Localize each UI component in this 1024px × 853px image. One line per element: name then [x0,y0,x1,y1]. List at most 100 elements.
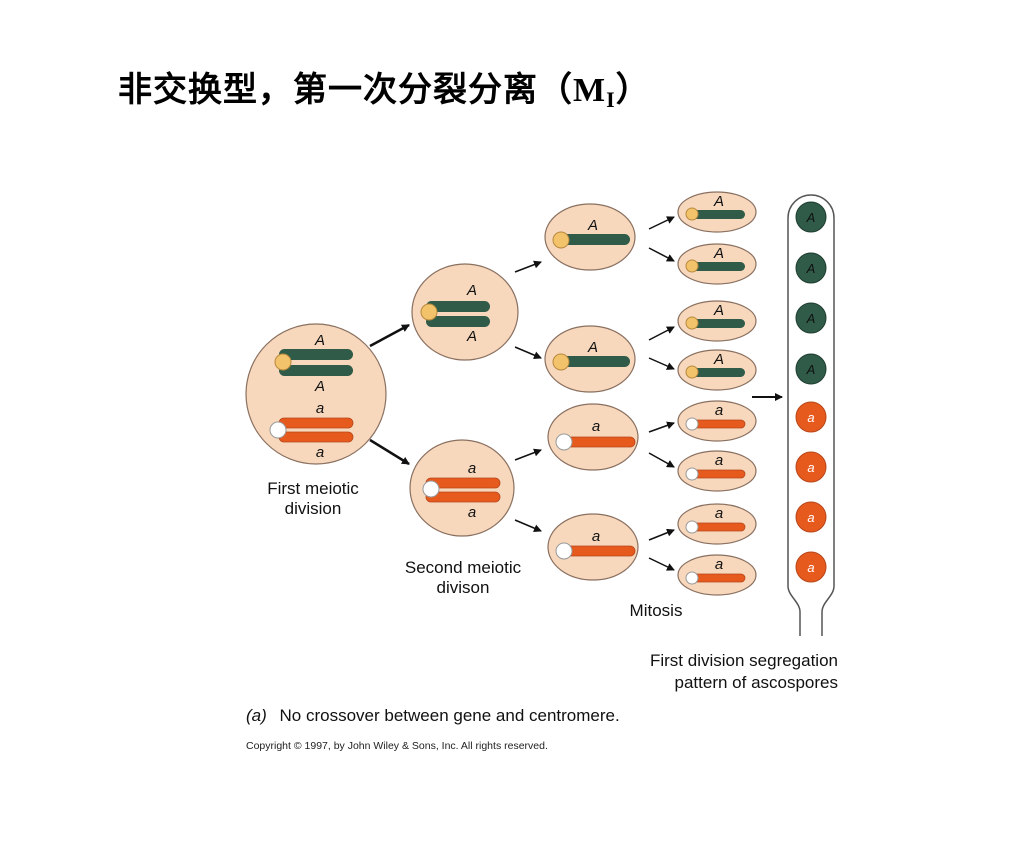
centromere-icon [552,353,570,371]
ascospore [795,252,827,284]
centromere-icon [420,303,438,321]
arrow-icon [648,557,675,571]
ascospore [795,201,827,233]
chromatid-pair-recessive: a a [269,400,354,461]
centromere-icon [685,207,699,221]
arrow-icon [648,326,675,341]
mitosis-cell-7: a [677,503,757,545]
ascospore-label: a [807,460,814,475]
chromatid-bar [690,368,745,377]
chromatid-bar [558,356,630,367]
allele-label: a [715,452,723,469]
chromatid-bar [426,316,490,327]
chromatid-bar [558,234,630,245]
arrows [369,216,783,571]
ascospore-label: a [807,560,814,575]
third-cell-4: a [547,513,639,581]
chromatid-bar [278,431,354,443]
ascospores [795,201,827,583]
centromere-icon [685,259,699,273]
centromere-icon [685,417,699,431]
chromatid-bar [690,262,745,271]
arrow-icon [514,346,542,359]
caption-text: No crossover between gene and centromere… [280,706,620,725]
ascospore-label: A [806,210,816,225]
ascospore [795,353,827,385]
ascospore-label: a [807,410,814,425]
centromere-icon [552,231,570,249]
centromere-icon [274,353,292,371]
arrow-icon [514,448,542,461]
chromatid-bar [690,319,745,328]
centromere-icon [685,520,699,534]
chromatid-pair-dominant: A A [274,332,353,395]
chromatid-bar [426,301,490,312]
ascus: A A A A a a a a [787,194,835,636]
allele-label: A [466,282,477,299]
allele-label: a [715,556,723,573]
arrow-icon [648,452,675,468]
title-letter: M [573,72,607,109]
second-division-cell-recessive: a a [409,439,515,537]
ascospore-labels: A A A A a a a a [806,210,816,575]
allele-label: a [715,402,723,419]
arrow-icon [648,528,675,541]
copyright-notice: Copyright © 1997, by John Wiley & Sons, … [246,740,548,752]
chromatid-bar [425,491,501,503]
title-suffix: ） [615,70,651,110]
third-cell-1: A [544,203,636,271]
arrow-icon [648,357,675,370]
centromere-icon [685,571,699,585]
mitosis-cell-1: A [677,191,757,233]
chromatid-bar [690,210,745,219]
arrow-icon [369,438,410,466]
third-cell-3: a [547,403,639,471]
allele-label: a [468,460,476,477]
mitosis-cell-6: a [677,450,757,492]
allele-label: a [592,528,600,545]
arrow-icon [369,323,410,348]
first-division-cell: A A a a [245,323,387,465]
title-subscript: I [606,87,616,112]
arrow-icon [648,247,675,262]
centromere-icon [685,316,699,330]
ascospore [795,401,827,433]
mitosis-cell-5: a [677,400,757,442]
pattern-label: First division segregation [650,651,838,670]
allele-label: A [713,302,724,319]
ascospore-label: A [806,362,816,377]
centromere-icon [685,467,699,481]
ascospore-label: A [806,311,816,326]
allele-label: A [713,245,724,262]
allele-label: A [314,332,325,349]
allele-label: a [715,505,723,522]
first-division-label: First meiotic [267,479,359,498]
allele-label: A [314,378,325,395]
mitosis-label: Mitosis [630,601,683,620]
mitosis-cell-3: A [677,300,757,342]
figure-caption: (a) No crossover between gene and centro… [246,706,620,725]
chromatid-bar [279,349,353,360]
centromere-icon [422,480,440,498]
chromatid-bar [278,417,354,429]
ascospore [795,501,827,533]
second-division-cell-dominant: A A [411,263,519,361]
arrow-icon [648,421,675,433]
second-division-label: Second meiotic [405,558,522,577]
ascospore [795,451,827,483]
allele-label: a [592,418,600,435]
allele-label: A [466,328,477,345]
ascospore-label: A [806,261,816,276]
allele-label: A [713,193,724,210]
allele-label: A [587,339,598,356]
second-division-label-line2: divison [437,578,490,597]
allele-label: A [587,217,598,234]
arrow-icon [648,216,675,230]
centromere-icon [555,542,573,560]
caption-tag: (a) [246,706,267,725]
allele-label: a [468,504,476,521]
mitosis-cell-8: a [677,554,757,596]
mitosis-cell-4: A [677,349,757,391]
title-prefix: 非交换型，第一次分裂分离（ [118,70,573,110]
